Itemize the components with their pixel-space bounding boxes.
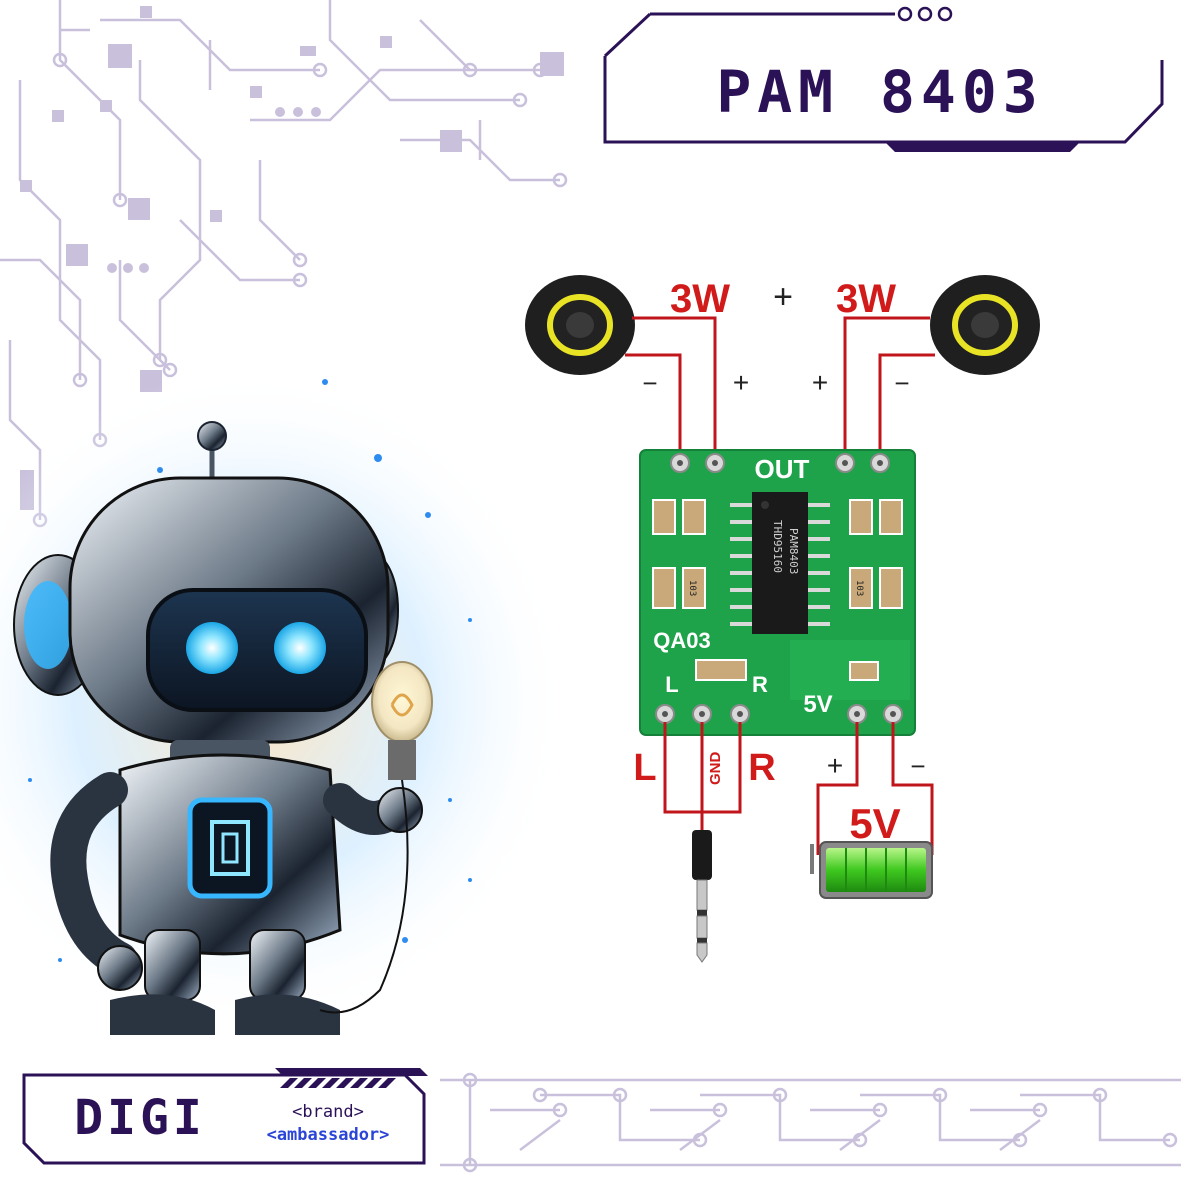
pcb-5v-label: 5V <box>803 691 832 718</box>
page-title: PAM 8403 <box>716 58 1043 126</box>
right-plus-sign: + <box>812 367 828 398</box>
pcb-cap-label-right: 103 <box>854 580 864 596</box>
circuit-decoration-bottom <box>440 1078 1181 1167</box>
badge-name: DIGI <box>74 1090 206 1146</box>
pcb-out-label: OUT <box>755 454 810 484</box>
audio-jack <box>692 830 712 963</box>
pcb-cap-label-left: 103 <box>687 580 697 596</box>
ic-model-label: PAM8403 <box>787 528 800 574</box>
pcb-chip-label: QA03 <box>653 628 710 653</box>
left-plus-sign: + <box>733 367 749 398</box>
left-speaker <box>525 275 635 375</box>
title-frame: PAM 8403 <box>603 6 1164 152</box>
power-plus-sign: + <box>773 278 793 316</box>
ic-code-label: THD95160 <box>771 520 784 573</box>
speaker-wires <box>625 316 935 460</box>
left-power-label: 3W <box>670 277 730 321</box>
battery-icon <box>810 841 933 899</box>
circuit-pads-bottom <box>462 1072 1178 1173</box>
input-gnd-label: GND <box>707 752 724 786</box>
input-wires <box>663 722 934 855</box>
pcb-r-label: R <box>752 672 768 697</box>
badge-line-ambassador: <ambassador> <box>267 1125 390 1145</box>
supply-plus-sign: + <box>827 750 843 781</box>
robot-illustration <box>13 421 433 1035</box>
right-power-label: 3W <box>836 277 896 321</box>
right-speaker <box>930 275 1040 375</box>
pcb-ic-chip: PAM8403 THD95160 <box>730 492 830 634</box>
right-minus-sign: − <box>894 368 909 398</box>
pcb-board: PAM8403 THD95160 103 103 OUT QA03 L R 5V <box>639 449 916 736</box>
badge-line-brand: <brand> <box>292 1102 364 1122</box>
brand-badge: DIGI <brand> <ambassador> <box>22 1068 428 1165</box>
input-right-label: R <box>748 747 775 789</box>
left-minus-sign: − <box>642 368 657 398</box>
pcb-l-label: L <box>665 672 678 697</box>
supply-minus-sign: − <box>910 751 925 781</box>
input-left-label: L <box>633 747 656 789</box>
supply-voltage-label: 5V <box>849 800 900 847</box>
